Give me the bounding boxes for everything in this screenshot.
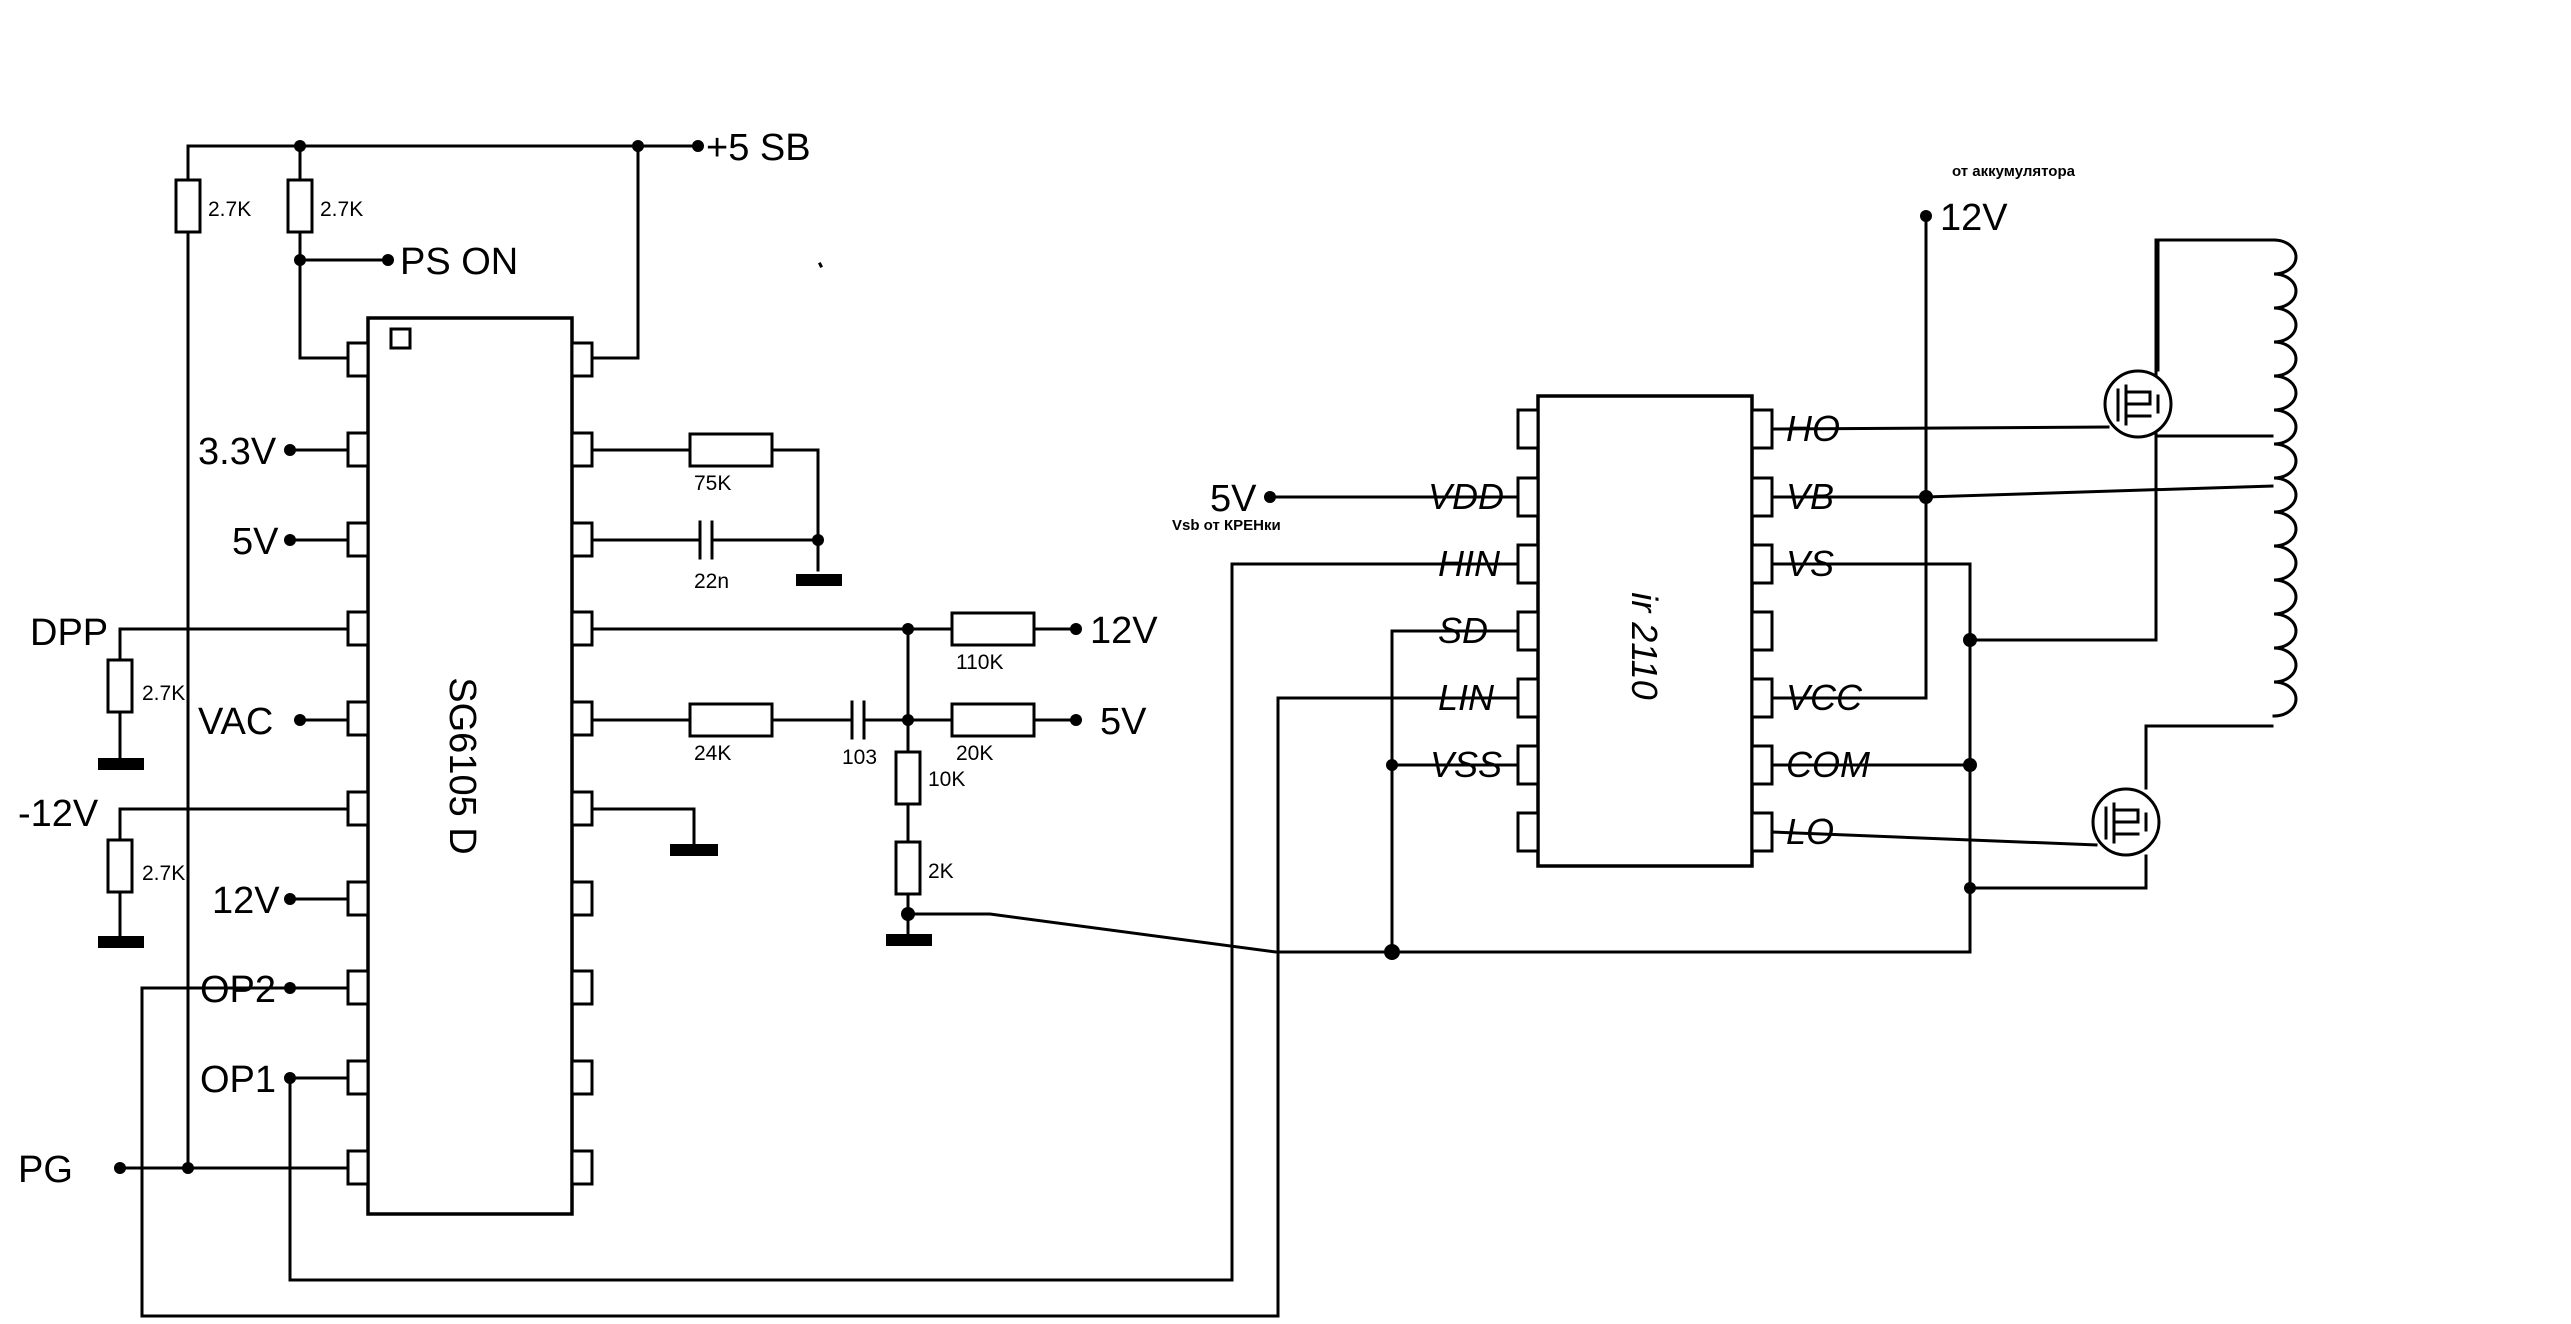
r-dpp-value: 2.7K <box>142 682 185 705</box>
resistor-r20 <box>950 702 1036 738</box>
resistor-r110 <box>950 611 1036 647</box>
r-top1-value: 2.7K <box>208 198 251 221</box>
pin-label-pg: PG <box>18 1149 73 1191</box>
r-top2-value: 2.7K <box>320 198 363 221</box>
sg6105-name: SG6105 D <box>441 677 483 854</box>
hin-wire <box>288 562 1520 1282</box>
driver-5v-note: Vsb от КРЕНки <box>1172 517 1281 534</box>
c22-value: 22n <box>694 570 729 593</box>
pin-label-m12v: -12V <box>18 793 99 835</box>
lower-mosfet <box>2091 787 2161 857</box>
r24-branch <box>590 627 1082 946</box>
r75-branch <box>590 448 820 572</box>
ir2110-chip <box>1516 394 1774 868</box>
pin-label-op1: OP1 <box>200 1059 276 1101</box>
resistor-r-top1 <box>174 178 202 234</box>
pin7-ground <box>590 807 718 856</box>
sd-vss-ground-wire <box>906 629 1977 960</box>
r2-value: 2K <box>928 860 954 883</box>
pin-label-12v: 12V <box>212 880 280 922</box>
r110-value: 110K <box>956 651 1004 674</box>
battery-note: от аккумулятора <box>1952 163 2076 180</box>
lin-wire <box>140 696 1520 1318</box>
c22-branch <box>590 520 842 586</box>
dpp-wire <box>98 627 350 770</box>
c103-value: 103 <box>842 746 877 769</box>
pin-label-5v: 5V <box>232 521 279 563</box>
resistor-r-dpp <box>106 658 134 714</box>
ho-wire <box>1770 425 2110 431</box>
vs-wire <box>1770 238 2276 647</box>
pin1-marker <box>389 327 412 350</box>
r24-value: 24K <box>694 742 731 765</box>
lo-wire <box>1770 830 2098 847</box>
pin-label-3v3: 3.3V <box>198 431 277 473</box>
ir2110-name: ir 2110 <box>1624 592 1665 699</box>
r75-value: 75K <box>694 472 731 495</box>
net-12v-label: 12V <box>1090 610 1158 652</box>
transformer-winding <box>2272 238 2298 718</box>
net-plus5sb-label: +5 SB <box>706 127 811 169</box>
pin-label-op2: OP2 <box>200 969 276 1011</box>
resistor-r75 <box>688 432 774 468</box>
resistor-r2 <box>894 840 922 896</box>
vb-vcc-wire <box>1770 210 2274 700</box>
resistor-r10 <box>894 750 922 806</box>
r-m12-value: 2.7K <box>142 862 185 885</box>
upper-mosfet <box>2103 369 2173 439</box>
mosfet-drain-wires <box>1964 238 2274 894</box>
pin-label-dpp: DPP <box>30 612 108 654</box>
stray-tick <box>817 261 824 269</box>
plus5sb-rail <box>186 140 704 360</box>
m12v-wire <box>98 807 350 948</box>
net-5v-label: 5V <box>1100 701 1147 743</box>
sg6105-chip <box>346 316 594 1216</box>
ps-on-label: PS ON <box>400 241 518 283</box>
resistor-r-m12 <box>106 838 134 894</box>
r20-value: 20K <box>956 742 993 765</box>
driver-5v-label: 5V <box>1210 478 1257 520</box>
pin-label-vac: VAC <box>198 701 273 743</box>
resistor-r24 <box>688 702 774 738</box>
resistor-r-top2 <box>286 178 314 234</box>
r10-value: 10K <box>928 768 965 791</box>
battery-12v-label: 12V <box>1940 197 2008 239</box>
ps-on-wire <box>294 230 394 360</box>
